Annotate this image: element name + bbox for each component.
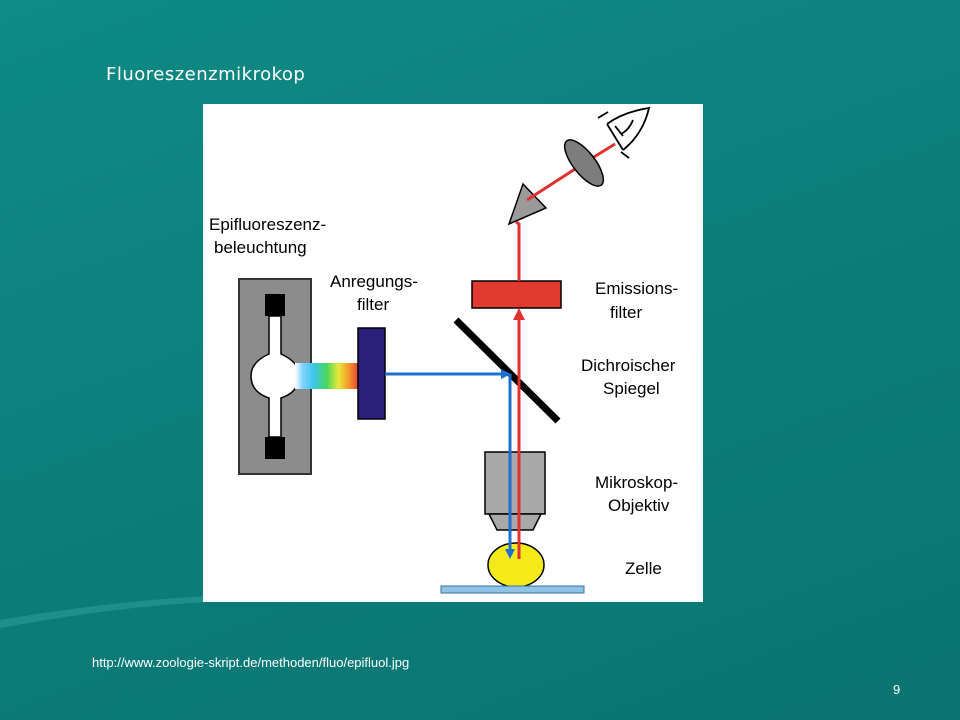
glass-slide xyxy=(440,585,585,594)
lamp-housing xyxy=(238,278,312,475)
microscope-objective xyxy=(484,451,546,531)
label-excitation-filter-2: filter xyxy=(357,295,389,314)
source-url: http://www.zoologie-skript.de/methoden/f… xyxy=(92,655,410,670)
label-dichroic-mirror-2: Spiegel xyxy=(603,379,660,398)
eye-icon xyxy=(597,106,651,159)
label-excitation-filter-1: Anregungs- xyxy=(330,272,418,291)
label-cell: Zelle xyxy=(625,559,662,578)
cell xyxy=(487,542,545,588)
white-light-beam xyxy=(295,363,359,389)
eyepiece-lens xyxy=(563,139,605,187)
label-illumination-2: beleuchtung xyxy=(214,238,307,257)
page-number: 9 xyxy=(893,682,901,697)
label-dichroic-mirror-1: Dichroischer xyxy=(581,356,676,375)
excitation-filter xyxy=(357,327,386,420)
emission-beam-to-filter xyxy=(515,220,521,281)
label-objective-1: Mikroskop- xyxy=(595,473,678,492)
slide-title: Fluoreszenzmikrokop xyxy=(106,64,306,85)
label-emission-filter-2: filter xyxy=(610,303,642,322)
label-emission-filter-1: Emissions- xyxy=(595,279,678,298)
label-objective-2: Objektiv xyxy=(608,496,670,515)
emission-filter xyxy=(471,280,562,309)
label-illumination-1: Epifluoreszenz- xyxy=(209,215,326,234)
fluorescence-microscope-diagram: Epifluoreszenz- beleuchtung Anregungs- f… xyxy=(203,104,703,602)
dichroic-mirror xyxy=(453,317,561,424)
